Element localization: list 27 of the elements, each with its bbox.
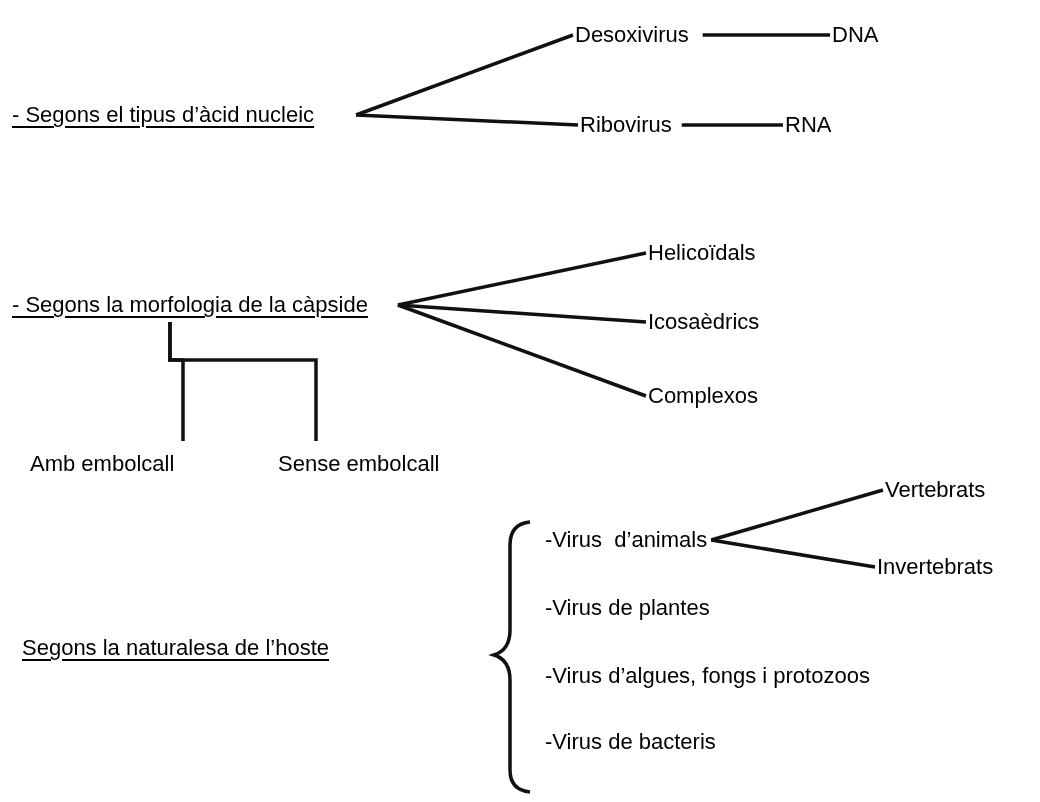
node-text: Ribovirus — [580, 112, 672, 138]
connector-line — [168, 322, 318, 441]
node-text: Complexos — [648, 383, 759, 409]
node-text: -Virus d’animals — [545, 527, 708, 553]
node-text: Icosaèdrics — [648, 309, 760, 335]
node-text: Invertebrats — [877, 554, 994, 580]
heading-text: - Segons el tipus d’àcid nucleic — [12, 102, 315, 128]
node-text: -Virus de plantes — [545, 595, 710, 621]
heading-text: - Segons la morfologia de la càpside — [12, 292, 368, 318]
connector-line — [710, 538, 876, 569]
node-text: Sense embolcall — [278, 451, 440, 477]
node-text: Desoxivirus — [575, 22, 689, 48]
node-text: RNA — [785, 112, 832, 138]
connector-line — [397, 303, 647, 324]
connector-line — [702, 33, 830, 37]
connector-line — [356, 113, 579, 127]
connector-line — [355, 33, 574, 117]
node-text: Amb embolcall — [30, 451, 175, 477]
connector-line — [681, 123, 783, 127]
node-text: DNA — [832, 22, 879, 48]
heading-text: Segons la naturalesa de l’hoste — [22, 635, 329, 661]
connector-line — [710, 488, 884, 542]
node-text: Helicoïdals — [648, 240, 756, 266]
node-text: -Virus d’algues, fongs i protozoos — [545, 663, 870, 689]
node-text: Vertebrats — [885, 477, 986, 503]
connector-line — [397, 303, 647, 398]
node-text: -Virus de bacteris — [545, 729, 716, 755]
